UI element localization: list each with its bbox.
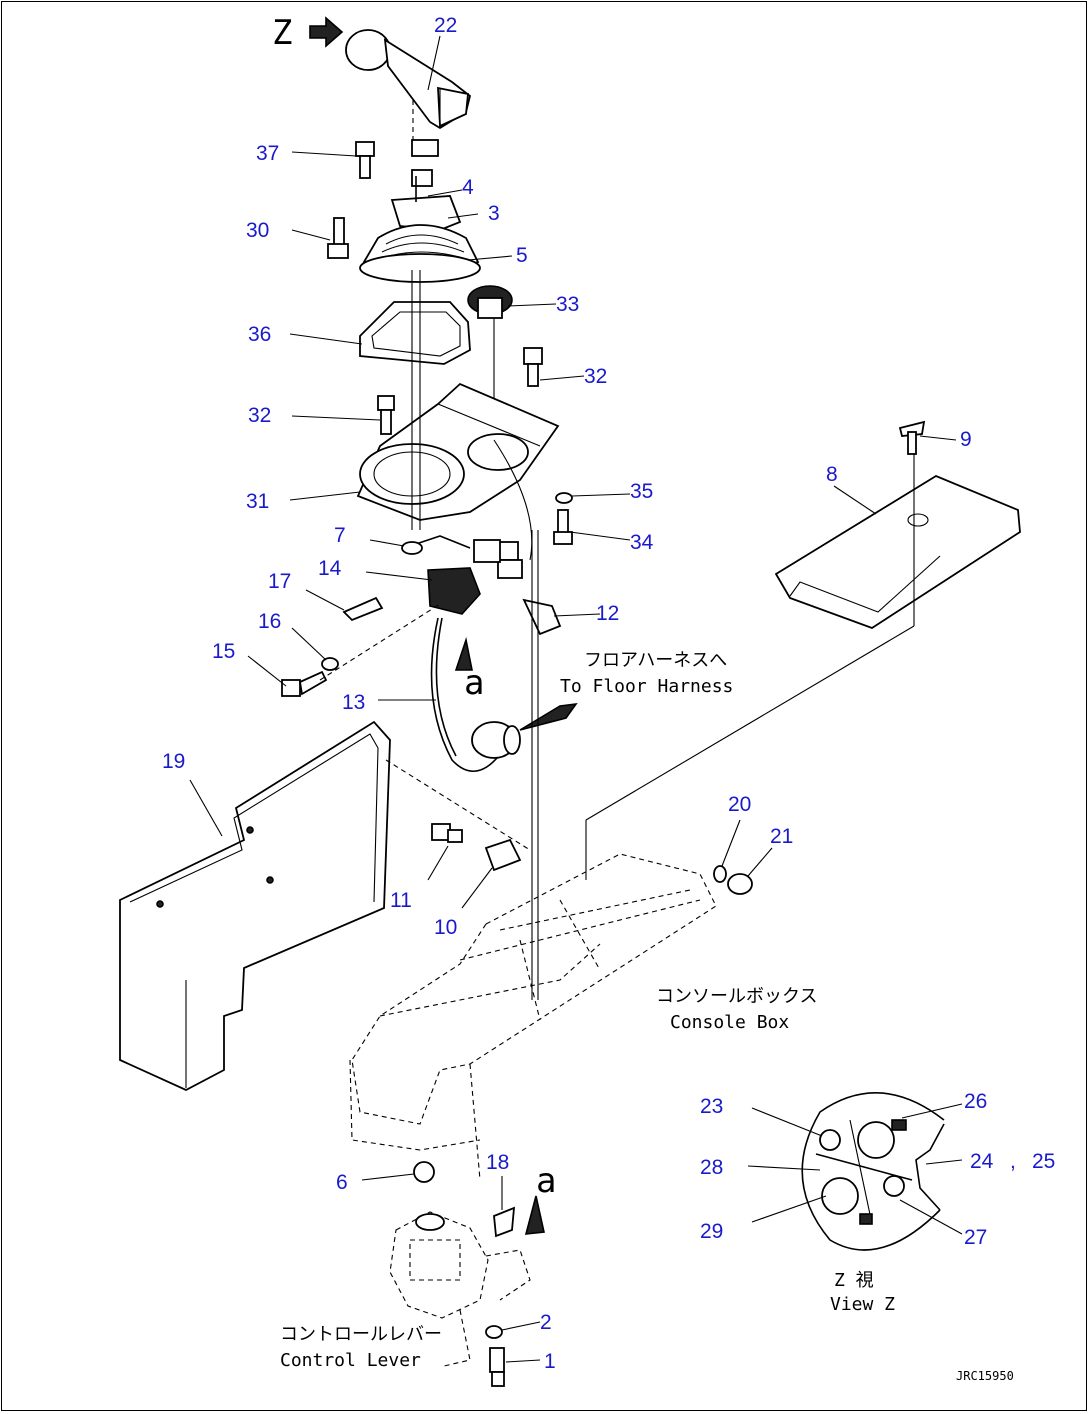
part-label-27: 27 (964, 1226, 987, 1249)
part-label-16: 16 (258, 610, 281, 633)
bolt-34-part (553, 509, 573, 545)
plate-36-part (359, 301, 471, 365)
control-lever-caption-en: Control Lever (280, 1350, 421, 1371)
bolt-11-part (431, 823, 463, 843)
part-label-29: 29 (700, 1220, 723, 1243)
part-label-30: 30 (246, 219, 269, 242)
part-label-11: 11 (390, 889, 412, 912)
arrow-a-label: a (536, 1161, 556, 1201)
nut-part (411, 139, 439, 157)
control-lever-part (389, 1211, 531, 1367)
control-lever-caption-jp: コントロールレバー (280, 1324, 442, 1345)
leader-lines (189, 35, 963, 1363)
part-label-28: 28 (700, 1156, 723, 1179)
console-box-caption-en: Console Box (670, 1012, 789, 1033)
view-z-caption-jp: Z 視 (834, 1270, 874, 1291)
washer-16-part (321, 657, 339, 671)
washer-20-part (713, 865, 727, 883)
bolt-37-part (355, 141, 375, 179)
part-label-32-right: 32 (584, 365, 607, 388)
view-z-arrow-icon (309, 16, 344, 48)
floor-harness-caption-jp: フロアハーネスへ (584, 650, 727, 671)
clip-10-part (484, 838, 522, 872)
bolt-1-part (489, 1347, 505, 1387)
panel-19-part (119, 720, 391, 1092)
part-label-18: 18 (486, 1151, 509, 1174)
part-label-15: 15 (212, 640, 235, 663)
part-label-34: 34 (630, 531, 654, 554)
leader-dash (319, 603, 441, 681)
grommet-33-part (467, 285, 513, 319)
arrow-a-label: a (464, 663, 484, 703)
z-marker: Z (272, 13, 292, 53)
clamp-18-part (493, 1206, 516, 1238)
washer-35-part (555, 492, 573, 504)
part-label-31: 31 (246, 490, 269, 513)
nut-6-part (413, 1161, 435, 1183)
leader-dash (385, 759, 531, 851)
part-label-9: 9 (960, 428, 972, 451)
part-label-20: 20 (728, 793, 751, 816)
assembly-line (585, 625, 915, 821)
part-label-2: 2 (540, 1311, 552, 1334)
floor-harness-arrow-icon (519, 702, 578, 731)
arrow-a-icon (454, 636, 473, 671)
part-label-22: 22 (434, 14, 457, 37)
part-label-4: 4 (462, 176, 474, 199)
part-label-24: 24 (970, 1150, 994, 1173)
part-label-26: 26 (964, 1090, 987, 1113)
bolt-32-right-part (523, 347, 543, 387)
clamp-12-part (522, 598, 562, 636)
part-label-32-left: 32 (248, 404, 271, 427)
part-label-33: 33 (556, 293, 579, 316)
part-label-5: 5 (516, 244, 528, 267)
part-label-1: 1 (544, 1350, 556, 1373)
arrow-a-icon (524, 1195, 545, 1235)
cover-8-part (774, 474, 1021, 629)
floor-harness-caption-en: To Floor Harness (560, 676, 733, 697)
part-label-3: 3 (488, 202, 500, 225)
part-label-12: 12 (596, 602, 619, 625)
part-label-21: 21 (770, 825, 793, 848)
nut-21-part (727, 873, 753, 895)
part-label-6: 6 (336, 1171, 348, 1194)
console-box-caption-jp: コンソールボックス (656, 986, 817, 1007)
washer-2-part (485, 1325, 503, 1339)
screw-9-part (898, 420, 926, 455)
grommet-7-part (401, 541, 423, 555)
nut-part (411, 169, 433, 187)
bolt-30-part (327, 217, 349, 259)
bolt-15-part (281, 670, 328, 697)
part-label-10: 10 (434, 916, 457, 939)
console-box-frame (349, 853, 717, 1181)
part-label-35: 35 (630, 480, 653, 503)
part-label-13: 13 (342, 691, 365, 714)
clamp-17-part (342, 596, 384, 622)
part-label-8: 8 (826, 463, 838, 486)
part-label-36: 36 (248, 323, 271, 346)
bolt-32-left-part (377, 395, 395, 435)
lever-knob-part (345, 29, 472, 130)
part-label-19: 19 (162, 750, 185, 773)
part-label-7: 7 (334, 524, 346, 547)
view-z-detail (801, 1092, 945, 1251)
part-label-37: 37 (256, 142, 279, 165)
harness-13-part (409, 439, 533, 772)
part-separator: , (1010, 1150, 1016, 1173)
part-label-14: 14 (318, 557, 342, 580)
part-label-17: 17 (268, 570, 291, 593)
part-label-25: 25 (1032, 1150, 1055, 1173)
view-z-caption-en: View Z (830, 1294, 895, 1315)
part-label-23: 23 (700, 1095, 723, 1118)
drawing-code: JRC15950 (956, 1369, 1014, 1383)
